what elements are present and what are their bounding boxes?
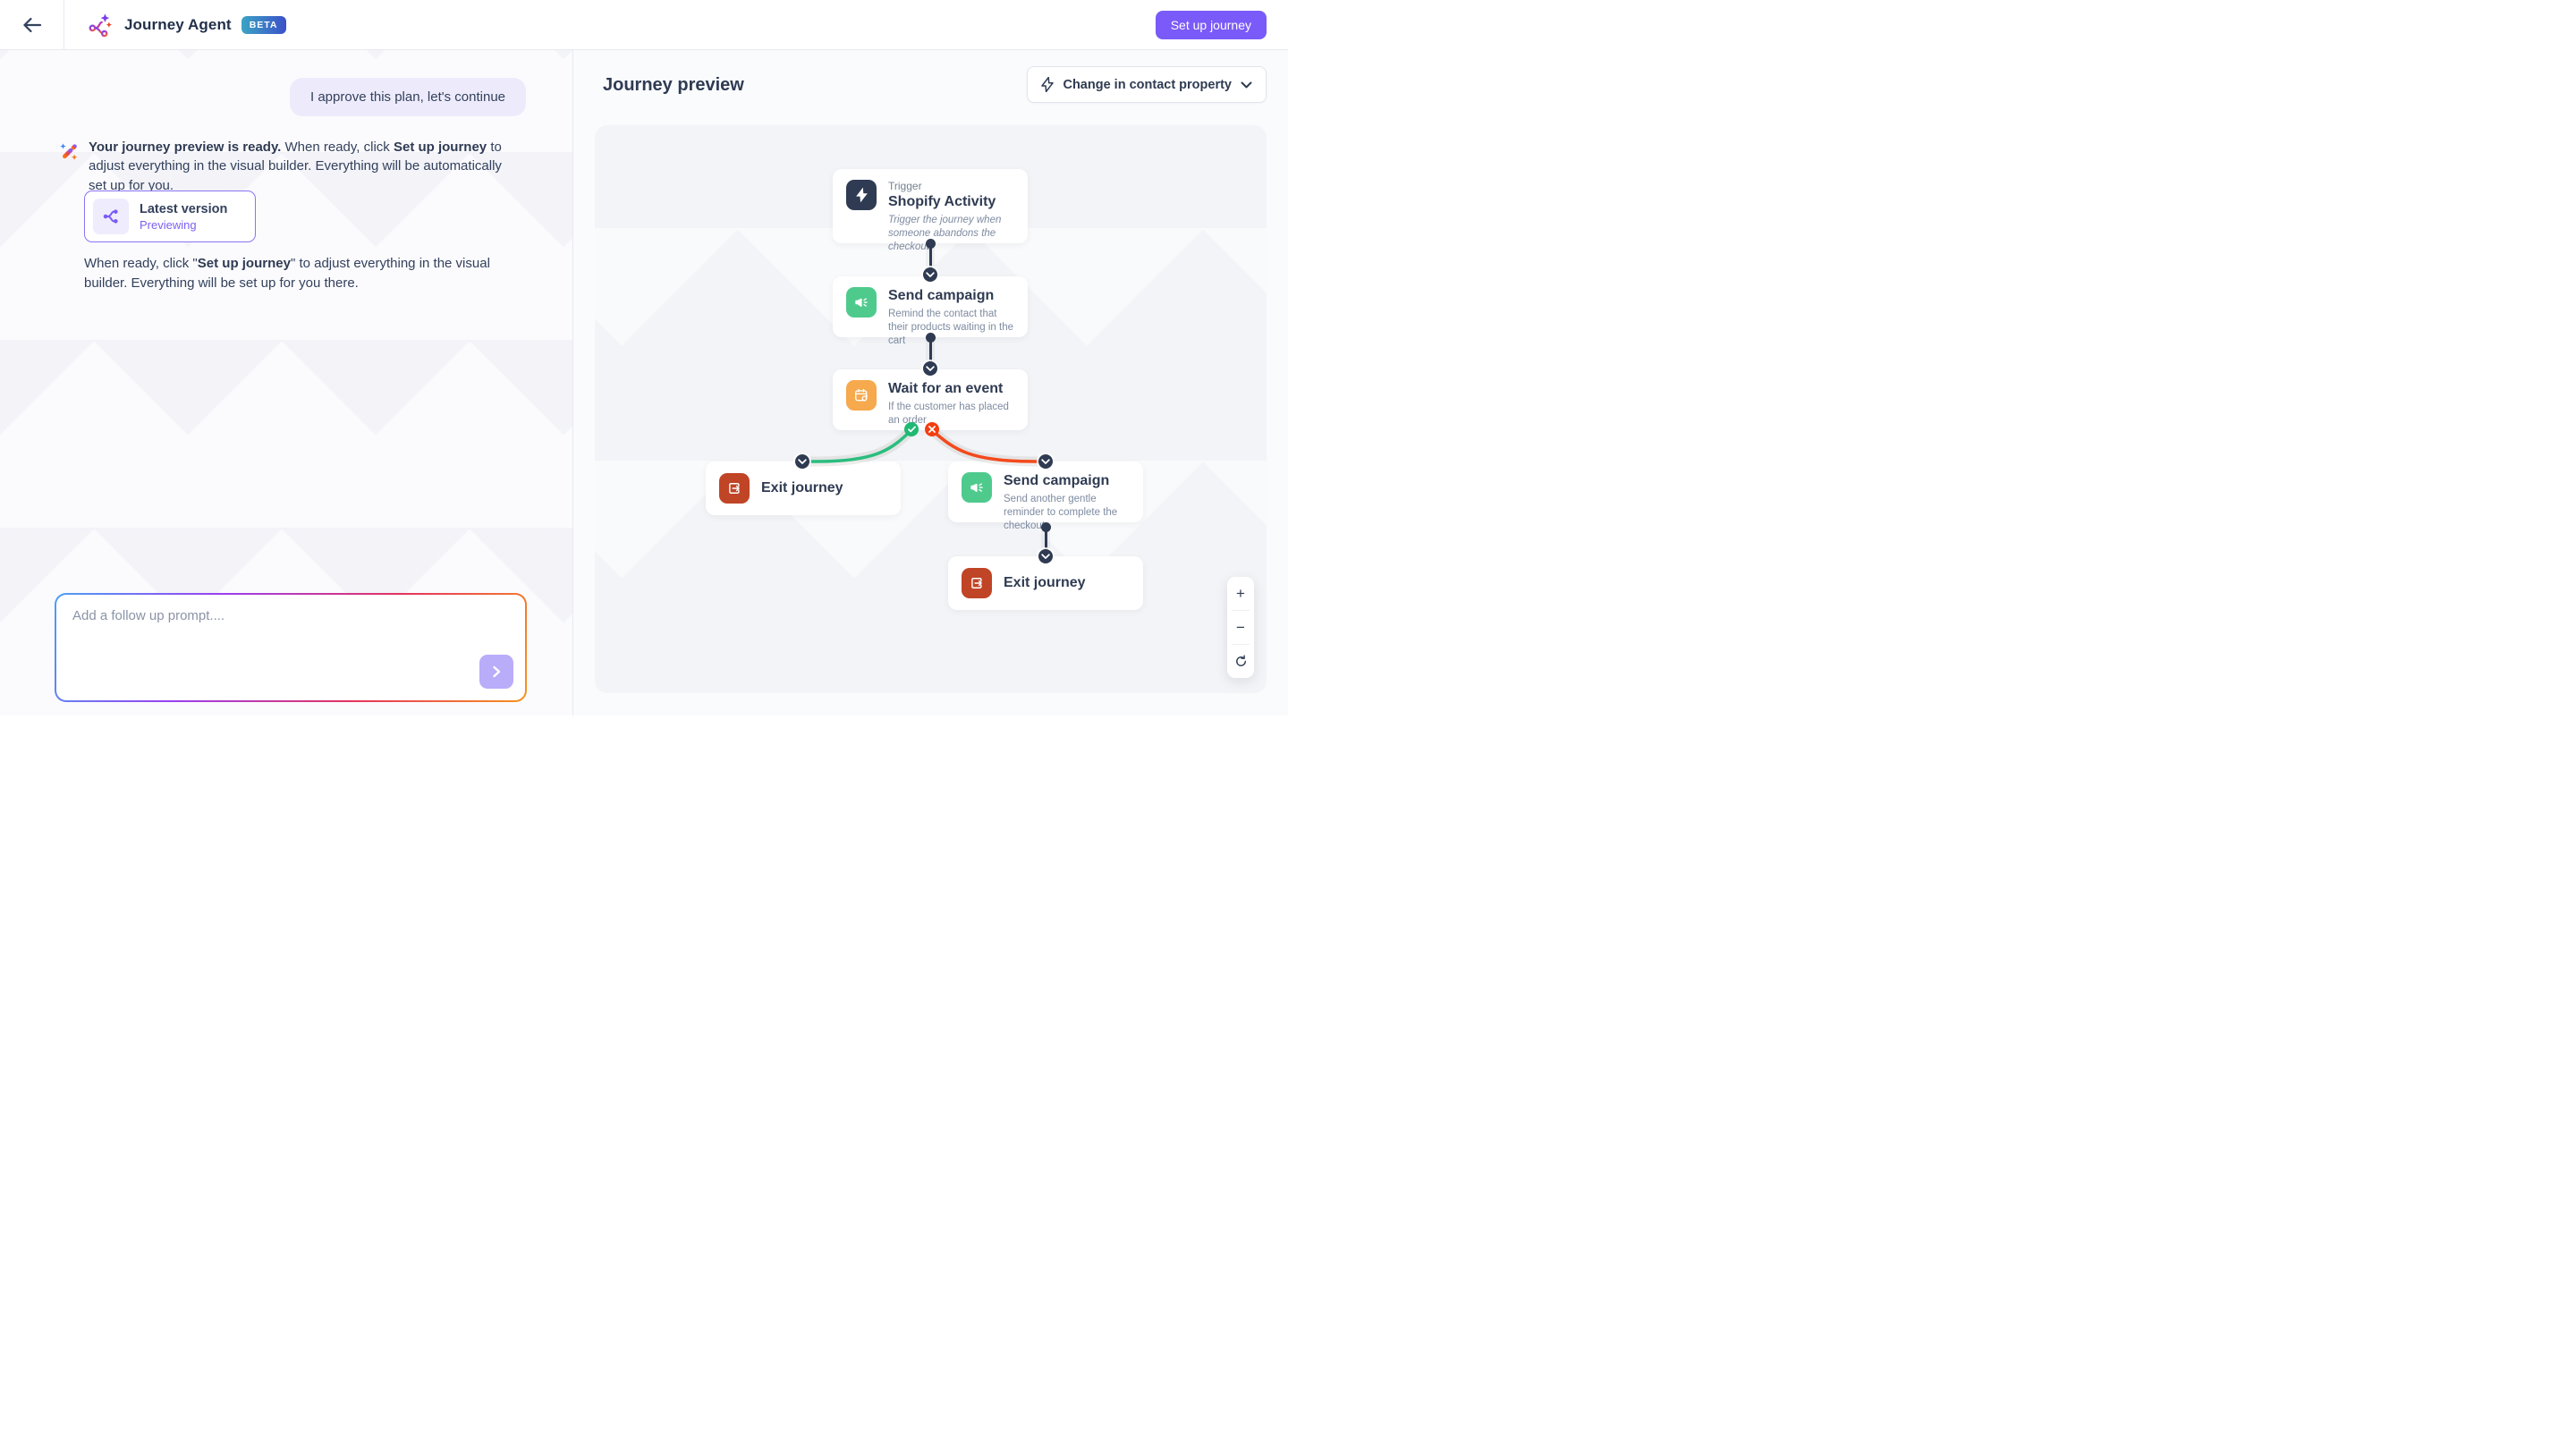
assistant-message-text: Your journey preview is ready. When read… (89, 138, 511, 195)
connector-dot (925, 332, 936, 343)
back-button[interactable] (17, 12, 47, 38)
connector-line (928, 335, 932, 369)
connector-line (1044, 525, 1047, 555)
x-circle-icon (925, 422, 939, 436)
zoom-in-button[interactable]: + (1227, 577, 1254, 610)
node-title: Exit journey (761, 480, 843, 495)
megaphone-icon (846, 287, 877, 318)
chevron-down-circle-icon (1038, 549, 1053, 563)
node-send-campaign-2[interactable]: Send campaign Send another gentle remind… (948, 461, 1143, 531)
node-title: Send campaign (1004, 473, 1110, 488)
zoom-out-button[interactable]: − (1227, 611, 1254, 644)
node-kicker: Trigger (888, 180, 922, 192)
trigger-filter-dropdown[interactable]: Change in contact property (1027, 66, 1267, 103)
magic-wand-icon (57, 140, 80, 195)
send-button[interactable] (479, 655, 513, 689)
chevron-down-icon (1241, 81, 1252, 89)
node-description: If the customer has placed an order (888, 402, 1009, 427)
set-up-journey-button[interactable]: Set up journey (1155, 10, 1267, 39)
divider (1232, 644, 1250, 645)
reset-view-button[interactable] (1227, 645, 1254, 678)
branch-line-yes (806, 428, 913, 463)
assistant-text-end: to adjust everything in the visual build… (89, 140, 502, 193)
journey-agent-app: Journey Agent BETA Set up journey I appr… (0, 0, 1288, 716)
arrow-left-icon (22, 17, 42, 33)
node-trigger[interactable]: Trigger Shopify Activity Trigger the jou… (833, 169, 1028, 252)
followup-prompt-input[interactable] (56, 595, 525, 700)
node-exit-journey-right[interactable]: Exit journey (948, 556, 1143, 610)
branch-line-no (930, 428, 1044, 463)
version-card-title: Latest version (140, 201, 228, 216)
node-wait-for-event[interactable]: Wait for an event If the customer has pl… (833, 369, 1028, 430)
node-description: Remind the contact that their products w… (888, 309, 1013, 347)
refresh-icon (1234, 655, 1248, 668)
branch-icon (93, 199, 129, 234)
assistant-text-mid: When ready, click (281, 140, 394, 155)
node-title: Send campaign (888, 288, 995, 303)
lightning-bolt-icon (1041, 77, 1055, 92)
node-title: Wait for an event (888, 381, 1004, 396)
journey-agent-logo-icon (88, 12, 114, 38)
chevron-down-circle-icon (923, 361, 937, 376)
node-title: Shopify Activity (888, 194, 996, 209)
node-title: Exit journey (1004, 575, 1086, 590)
filter-label: Change in contact property (1063, 77, 1232, 92)
user-message-bubble: I approve this plan, let's continue (290, 78, 526, 116)
brand: Journey Agent BETA (88, 12, 286, 38)
followup-note: When ready, click "Set up journey" to ad… (84, 254, 531, 293)
connector-line (928, 241, 932, 275)
beta-badge: BETA (241, 15, 286, 34)
node-description: Send another gentle reminder to complete… (1004, 494, 1118, 532)
assistant-bold-action: Set up journey (393, 140, 487, 155)
zoom-controls: + − (1227, 577, 1254, 678)
version-card-status: Previewing (140, 217, 197, 232)
connector-dot (1040, 521, 1051, 532)
chevron-down-circle-icon (795, 454, 809, 469)
connector-dot (925, 238, 936, 249)
exit-icon (719, 473, 750, 504)
prompt-box (55, 593, 527, 702)
chevron-right-icon (491, 665, 502, 678)
calendar-clock-icon (846, 380, 877, 411)
check-circle-icon (904, 422, 919, 436)
chat-panel: I approve this plan, let's continue Your… (0, 50, 573, 716)
back-rail (0, 0, 64, 49)
exit-icon (962, 568, 992, 598)
node-send-campaign-1[interactable]: Send campaign Remind the contact that th… (833, 276, 1028, 346)
app-title: Journey Agent (124, 15, 232, 33)
note-bold: Set up journey (197, 256, 291, 271)
assistant-bold-intro: Your journey preview is ready. (89, 140, 282, 155)
divider (1232, 610, 1250, 611)
preview-title: Journey preview (603, 75, 744, 95)
top-header: Journey Agent BETA Set up journey (0, 0, 1288, 50)
chevron-down-circle-icon (1038, 454, 1053, 469)
note-part1: When ready, click " (84, 256, 198, 271)
megaphone-icon (962, 472, 992, 503)
journey-preview-panel: Journey preview Change in contact proper… (573, 50, 1288, 716)
assistant-message: Your journey preview is ready. When read… (57, 138, 513, 195)
note-part2: " to adjust everything in the visual bui… (84, 256, 490, 291)
chevron-down-circle-icon (923, 267, 937, 282)
lightning-bolt-icon (846, 180, 877, 210)
latest-version-card[interactable]: Latest version Previewing (84, 191, 256, 242)
node-description: Trigger the journey when someone abandon… (888, 215, 1002, 253)
journey-canvas[interactable]: Trigger Shopify Activity Trigger the jou… (595, 125, 1267, 693)
node-exit-journey-left[interactable]: Exit journey (706, 461, 901, 515)
